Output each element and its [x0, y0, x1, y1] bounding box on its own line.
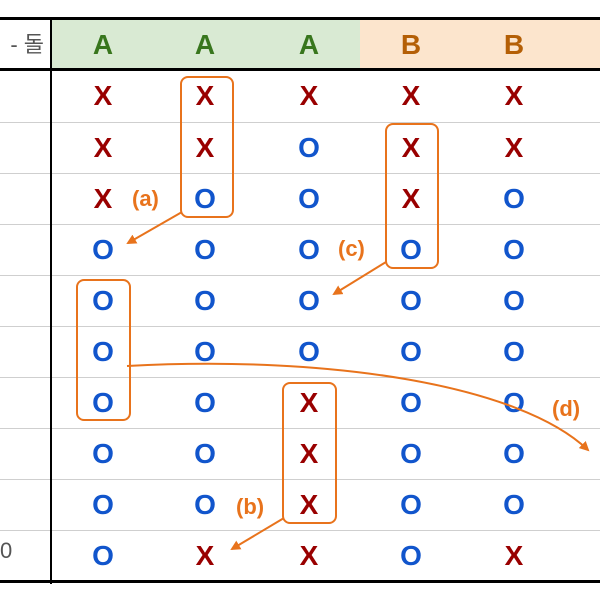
- grid-cell-r10-c2: X: [195, 540, 215, 571]
- row-label-last: 0: [0, 538, 13, 563]
- row-divider: [0, 428, 600, 429]
- column-header-2: A: [194, 29, 216, 60]
- grid-cell-r1-c1: X: [93, 80, 113, 111]
- grid-cell-r3-c3: O: [298, 183, 320, 214]
- grid-cell-r7-c2: O: [194, 387, 216, 418]
- top-border: [0, 17, 600, 20]
- grid-cell-r10-c4: O: [400, 540, 422, 571]
- row-divider: [0, 479, 600, 480]
- grid-cell-r9-c3: X: [299, 489, 319, 520]
- grid-cell-r10-c1: O: [92, 540, 114, 571]
- bottom-border: [0, 580, 600, 583]
- arrow-b: [230, 517, 285, 551]
- grid-cell-r6-c2: O: [194, 336, 216, 367]
- grid-cell-r6-c1: O: [92, 336, 114, 367]
- grid-cell-r5-c1: O: [92, 285, 114, 316]
- corner-header-label: - 돌: [10, 32, 44, 57]
- grid-cell-r2-c1: X: [93, 132, 113, 163]
- grid-cell-r4-c5: O: [503, 234, 525, 265]
- row-divider: [0, 275, 600, 276]
- row-divider: [0, 530, 600, 531]
- highlight-box-b: [282, 382, 337, 524]
- row-divider: [0, 173, 600, 174]
- grid-cell-r3-c2: O: [194, 183, 216, 214]
- grid-cell-r3-c1: X: [93, 183, 113, 214]
- grid-cell-r4-c2: O: [194, 234, 216, 265]
- callout-label-a: (a): [132, 186, 159, 211]
- highlight-box-d: [76, 279, 131, 421]
- grid-cell-r4-c1: O: [92, 234, 114, 265]
- grid-cell-r8-c4: O: [400, 438, 422, 469]
- grid-cell-r2-c3: O: [298, 132, 320, 163]
- column-header-3: A: [298, 29, 320, 60]
- grid-cell-r10-c3: X: [299, 540, 319, 571]
- grid-cell-r9-c4: O: [400, 489, 422, 520]
- header-bottom-border: [0, 68, 600, 71]
- column-header-1: A: [92, 29, 114, 60]
- grid-cell-r10-c5: X: [504, 540, 524, 571]
- grid-cell-r9-c5: O: [503, 489, 525, 520]
- grid-cell-r4-c3: O: [298, 234, 320, 265]
- callout-label-d: (d): [552, 396, 581, 421]
- grid-cell-r5-c5: O: [503, 285, 525, 316]
- header-b-background: [360, 20, 600, 68]
- grid-cell-r1-c2: X: [195, 80, 215, 111]
- highlight-box-c: [385, 123, 439, 269]
- row-divider: [0, 377, 600, 378]
- column-header-5: B: [503, 29, 525, 60]
- arrow-d: [126, 362, 590, 452]
- arrow-a: [126, 211, 183, 244]
- grid-cell-r6-c4: O: [400, 336, 422, 367]
- grid-cell-r6-c5: O: [503, 336, 525, 367]
- grid-cell-r7-c4: O: [400, 387, 422, 418]
- grid-cell-r2-c5: X: [504, 132, 524, 163]
- grid-cell-r8-c3: X: [299, 438, 319, 469]
- grid-cell-r3-c4: X: [401, 183, 421, 214]
- grid-cell-r5-c2: O: [194, 285, 216, 316]
- grid-cell-r6-c3: O: [298, 336, 320, 367]
- grid-cell-r5-c4: O: [400, 285, 422, 316]
- grid-cell-r1-c3: X: [299, 80, 319, 111]
- callout-label-c: (c): [338, 236, 365, 261]
- grid-cell-r2-c2: X: [195, 132, 215, 163]
- grid-cell-r8-c5: O: [503, 438, 525, 469]
- label-column-separator: [50, 18, 52, 584]
- arrow-c: [332, 261, 387, 296]
- grid-cell-r7-c1: O: [92, 387, 114, 418]
- grid-cell-r2-c4: X: [401, 132, 421, 163]
- grid-cell-r9-c2: O: [194, 489, 216, 520]
- highlight-box-a: [180, 76, 234, 218]
- column-header-4: B: [400, 29, 422, 60]
- row-divider: [0, 224, 600, 225]
- grid-cell-r5-c3: O: [298, 285, 320, 316]
- grid-cell-r8-c1: O: [92, 438, 114, 469]
- header-a-background: [52, 20, 360, 68]
- grid-cell-r7-c3: X: [299, 387, 319, 418]
- callout-label-b: (b): [236, 494, 265, 519]
- grid-cell-r8-c2: O: [194, 438, 216, 469]
- grid-cell-r9-c1: O: [92, 489, 114, 520]
- row-divider: [0, 122, 600, 123]
- grid-cell-r1-c5: X: [504, 80, 524, 111]
- row-divider: [0, 326, 600, 327]
- grid-cell-r1-c4: X: [401, 80, 421, 111]
- grid-cell-r4-c4: O: [400, 234, 422, 265]
- grid-cell-r3-c5: O: [503, 183, 525, 214]
